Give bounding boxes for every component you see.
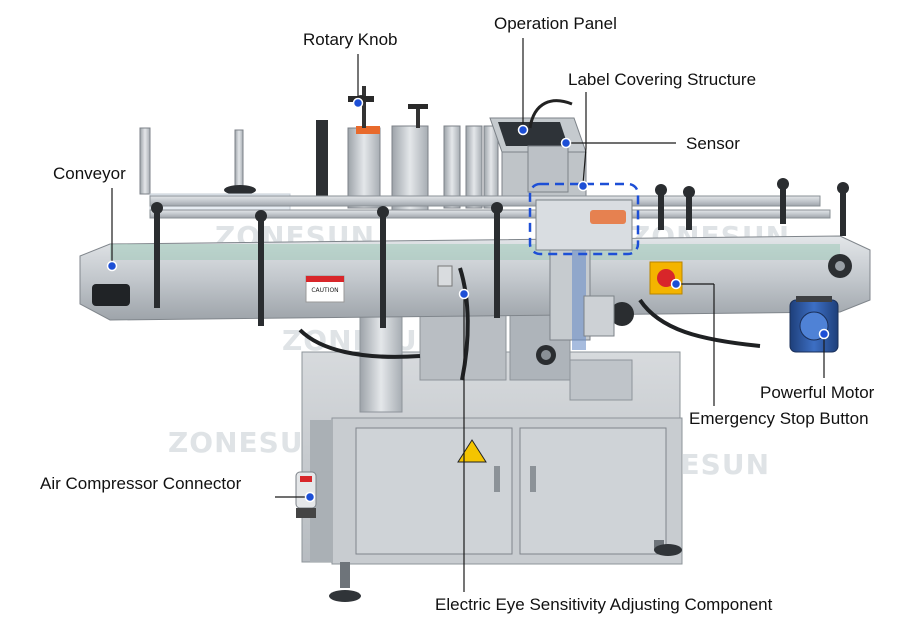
conveyor-label: Conveyor [53, 164, 126, 183]
callout-dots [106, 97, 830, 503]
callout-dot-conveyor [106, 260, 118, 272]
callout-dot-electric-eye [458, 288, 470, 300]
cabinet-door-right [519, 427, 667, 555]
conveyor-unit: CAUTION [79, 178, 871, 328]
sensor-label: Sensor [686, 134, 740, 153]
callout-lines [111, 38, 825, 592]
label-covering-structure-label: Label Covering Structure [568, 70, 757, 89]
watermark-text: ZONESUN [168, 426, 328, 459]
electric-eye-component-label: Electric Eye Sensitivity Adjusting Compo… [435, 595, 773, 614]
air-compressor-connector-label: Air Compressor Connector [40, 474, 242, 493]
emergency-stop-icon [657, 269, 675, 287]
callout-dot-estop [670, 278, 682, 290]
callout-line-label-covering [582, 92, 587, 185]
callout-dot-rotary-knob [352, 97, 364, 109]
guide-rail [149, 209, 831, 219]
door-handle [530, 466, 536, 492]
rotary-knob-label: Rotary Knob [303, 30, 398, 49]
label-covering-highlight [528, 182, 640, 256]
callout-dot-label-covering [577, 180, 589, 192]
label-covering-structure [527, 145, 634, 350]
motor-unit [789, 296, 839, 353]
conveyor-belt [110, 244, 840, 260]
powerful-motor-label: Powerful Motor [760, 383, 875, 402]
emergency-stop-button-label: Emergency Stop Button [689, 409, 869, 428]
door-handle [494, 466, 500, 492]
callout-dot-air-compressor [304, 491, 316, 503]
cabinet-door-left [355, 427, 513, 555]
guide-rail [149, 195, 821, 207]
warning-triangle-icon [457, 439, 487, 463]
callout-dot-motor [818, 328, 830, 340]
operation-panel-label: Operation Panel [494, 14, 617, 33]
reel-clamp [356, 126, 380, 134]
caution-sticker-text: CAUTION [311, 287, 338, 294]
emergency-stop-unit [649, 261, 683, 295]
callout-dot-operation-panel [517, 124, 529, 136]
callout-dot-sensor [560, 137, 572, 149]
